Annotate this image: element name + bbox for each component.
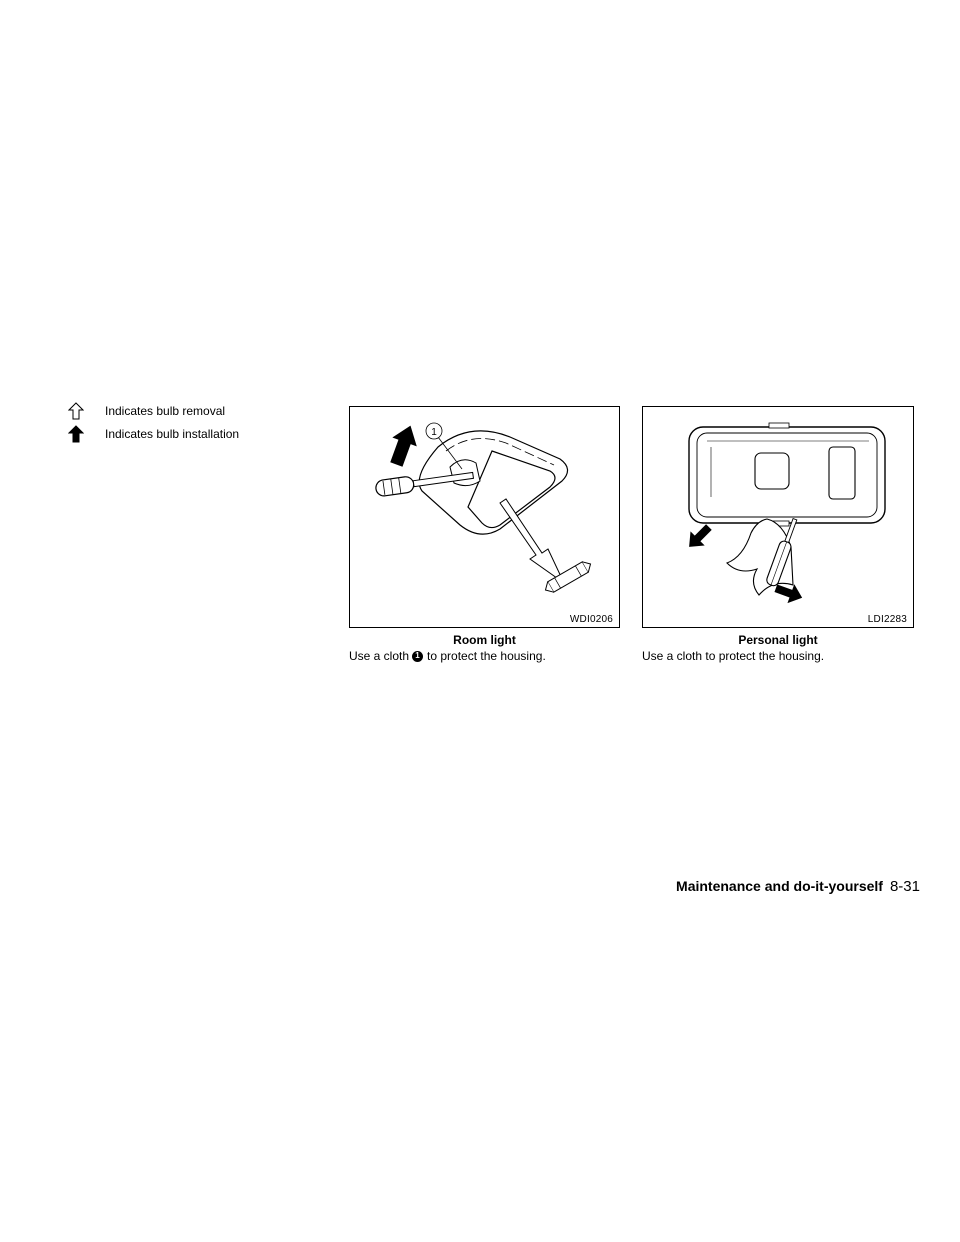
room-light-figure-code: WDI0206	[569, 614, 613, 625]
personal-light-illustration: LDI2283	[642, 406, 914, 628]
section-title: Maintenance and do-it-yourself	[676, 878, 883, 894]
legend-removal: Indicates bulb removal	[67, 402, 225, 420]
room-light-illustration: 1 WDI0206	[349, 406, 620, 628]
outline-arrow-up-icon	[67, 402, 85, 420]
room-light-instruction-before: Use a cloth	[349, 649, 410, 663]
room-light-instruction: Use a cloth 1 to protect the housing.	[349, 649, 546, 663]
personal-light-caption: Personal light	[738, 633, 818, 647]
page-footer: Maintenance and do-it-yourself 8-31	[676, 878, 920, 895]
personal-light-instruction: Use a cloth to protect the housing.	[642, 649, 825, 663]
room-light-callout-number: 1	[431, 427, 437, 438]
legend-removal-label: Indicates bulb removal	[105, 404, 226, 418]
room-light-instruction-after: to protect the housing.	[427, 649, 546, 663]
callout-number-icon: 1	[412, 650, 424, 662]
legend-installation: Indicates bulb installation	[67, 425, 239, 443]
legend-installation-label: Indicates bulb installation	[105, 427, 240, 441]
personal-light-drawing	[688, 422, 886, 604]
room-light-drawing: 1	[375, 422, 592, 593]
solid-arrow-up-icon	[67, 425, 85, 443]
page-number: 8-31	[889, 878, 920, 895]
personal-light-figure-code: LDI2283	[867, 614, 907, 625]
room-light-caption: Room light	[453, 633, 516, 647]
